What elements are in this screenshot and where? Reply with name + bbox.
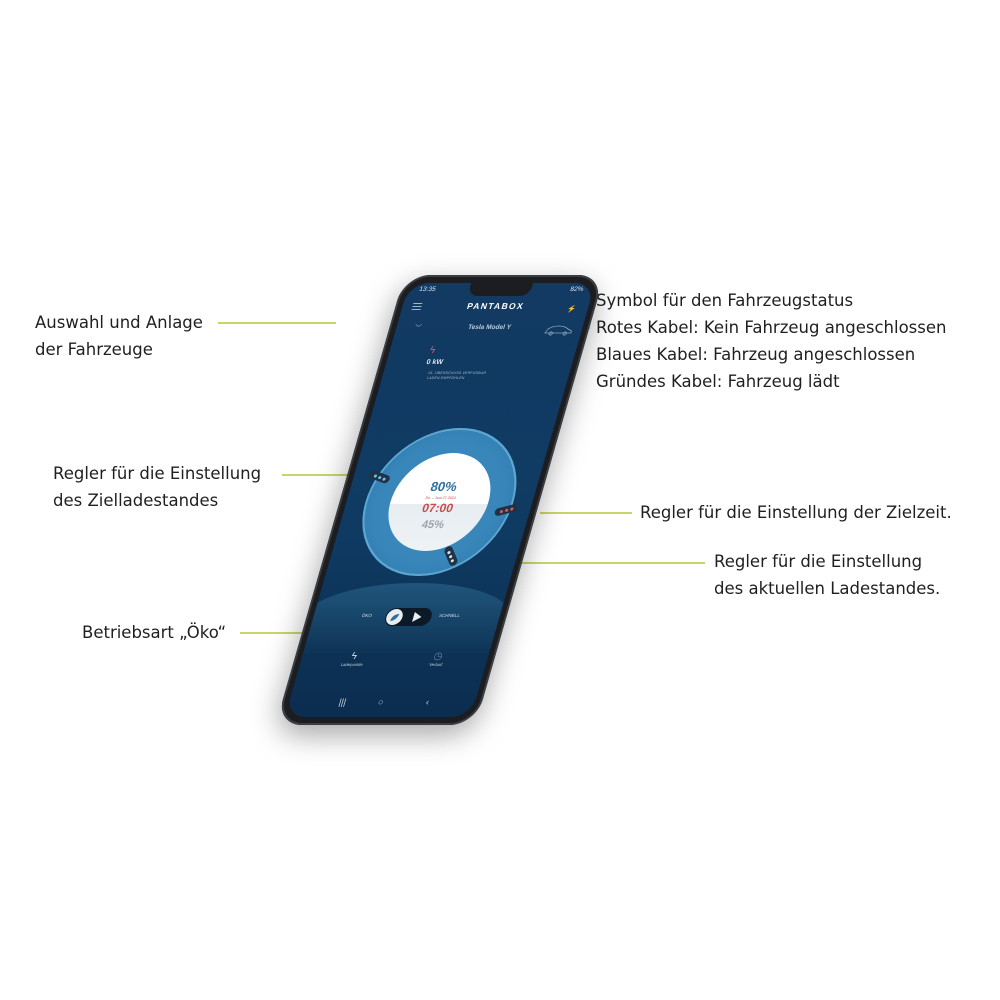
label-eco-mode: Betriebsart „Öko“ bbox=[82, 619, 226, 646]
label-line: Regler für die Einstellung bbox=[53, 464, 262, 483]
leader-vehicle-select bbox=[218, 322, 336, 324]
status-bar: 13:35 82% bbox=[417, 286, 584, 296]
dial-center: 80% Do. – Juni 27 2024 07:00 45% bbox=[376, 453, 503, 551]
current-charge-slider-handle[interactable] bbox=[443, 544, 459, 568]
smartphone: 13:35 82% PANTABOX ⚡ ﹀ Tesla Model Y ϟ 0… bbox=[275, 275, 605, 725]
tab-label: Verlauf bbox=[428, 662, 444, 667]
label-line: Betriebsart „Öko“ bbox=[82, 623, 227, 642]
charge-dial[interactable]: 80% Do. – Juni 27 2024 07:00 45% bbox=[344, 428, 535, 576]
target-charge-slider-handle[interactable] bbox=[367, 469, 392, 485]
system-nav-bar: ||| ○ ‹ bbox=[287, 697, 476, 709]
label-line: der Fahrzeuge bbox=[35, 340, 153, 359]
history-icon: ◷ bbox=[432, 651, 445, 662]
bolt-icon: ϟ bbox=[349, 651, 359, 662]
mode-toggle[interactable] bbox=[382, 608, 435, 626]
label-line: Auswahl und Anlage bbox=[35, 313, 203, 332]
label-line: des aktuellen Ladestandes. bbox=[714, 579, 941, 598]
info-line: LADEN EMPFOHLEN bbox=[426, 376, 465, 380]
bottom-tab-bar: ϟ Ladepunkte ◷ Verlauf bbox=[295, 651, 490, 681]
label-line: Rotes Kabel: Kein Fahrzeug angeschlossen bbox=[596, 318, 947, 337]
tab-charging-points[interactable]: ϟ Ladepunkte bbox=[321, 651, 386, 667]
play-icon[interactable] bbox=[413, 612, 424, 622]
label-line: Regler für die Einstellung bbox=[714, 552, 923, 571]
mode-switch-row: ÖKO SCHNELL bbox=[311, 607, 503, 627]
bolt-icon: ϟ bbox=[428, 345, 437, 356]
label-line: Blaues Kabel: Fahrzeug angeschlossen bbox=[596, 345, 916, 364]
leader-current-charge bbox=[505, 562, 705, 564]
mode-eco-label[interactable]: ÖKO bbox=[361, 613, 373, 618]
leader-target-time bbox=[540, 512, 632, 514]
tab-label: Ladepunkte bbox=[340, 662, 364, 667]
label-current-charge: Regler für die Einstellung des aktuellen… bbox=[714, 548, 940, 602]
target-charge-value: 80% bbox=[428, 479, 460, 494]
current-charge-value: 45% bbox=[420, 519, 446, 531]
target-time-slider-handle[interactable] bbox=[494, 503, 518, 517]
target-date: Do. – Juni 27 2024 bbox=[424, 496, 457, 500]
tab-history[interactable]: ◷ Verlauf bbox=[405, 651, 470, 667]
label-line: Regler für die Einstellung der Zielzeit. bbox=[640, 503, 952, 522]
label-target-charge: Regler für die Einstellung des Ziellades… bbox=[53, 460, 261, 514]
leaf-icon[interactable] bbox=[384, 609, 405, 625]
target-time-value: 07:00 bbox=[420, 501, 456, 515]
status-time: 13:35 bbox=[418, 286, 437, 293]
back-icon[interactable]: ‹ bbox=[424, 697, 431, 707]
label-line: Symbol für den Fahrzeugstatus bbox=[596, 291, 854, 310]
status-battery: 82% bbox=[569, 286, 585, 293]
label-vehicle-select: Auswahl und Anlage der Fahrzeuge bbox=[35, 309, 203, 363]
label-line: des Zielladestandes bbox=[53, 491, 219, 510]
app-screen: 13:35 82% PANTABOX ⚡ ﹀ Tesla Model Y ϟ 0… bbox=[284, 283, 596, 717]
info-line: 01. ÜBERSCHUSS VERFÜGBAR bbox=[427, 371, 487, 375]
label-target-time: Regler für die Einstellung der Zielzeit. bbox=[640, 499, 952, 526]
label-vehicle-status: Symbol für den Fahrzeugstatus Rotes Kabe… bbox=[596, 287, 947, 395]
mode-fast-label[interactable]: SCHNELL bbox=[438, 613, 461, 618]
plug-icon: ⚡ bbox=[565, 306, 577, 313]
car-icon[interactable] bbox=[541, 323, 576, 341]
leader-target-charge bbox=[282, 474, 382, 476]
power-value: 0 kW bbox=[425, 359, 444, 366]
recent-apps-icon[interactable]: ||| bbox=[337, 697, 348, 707]
label-line: Gründes Kabel: Fahrzeug lädt bbox=[596, 372, 840, 391]
app-logo: PANTABOX bbox=[465, 301, 526, 311]
home-icon[interactable]: ○ bbox=[376, 697, 385, 707]
